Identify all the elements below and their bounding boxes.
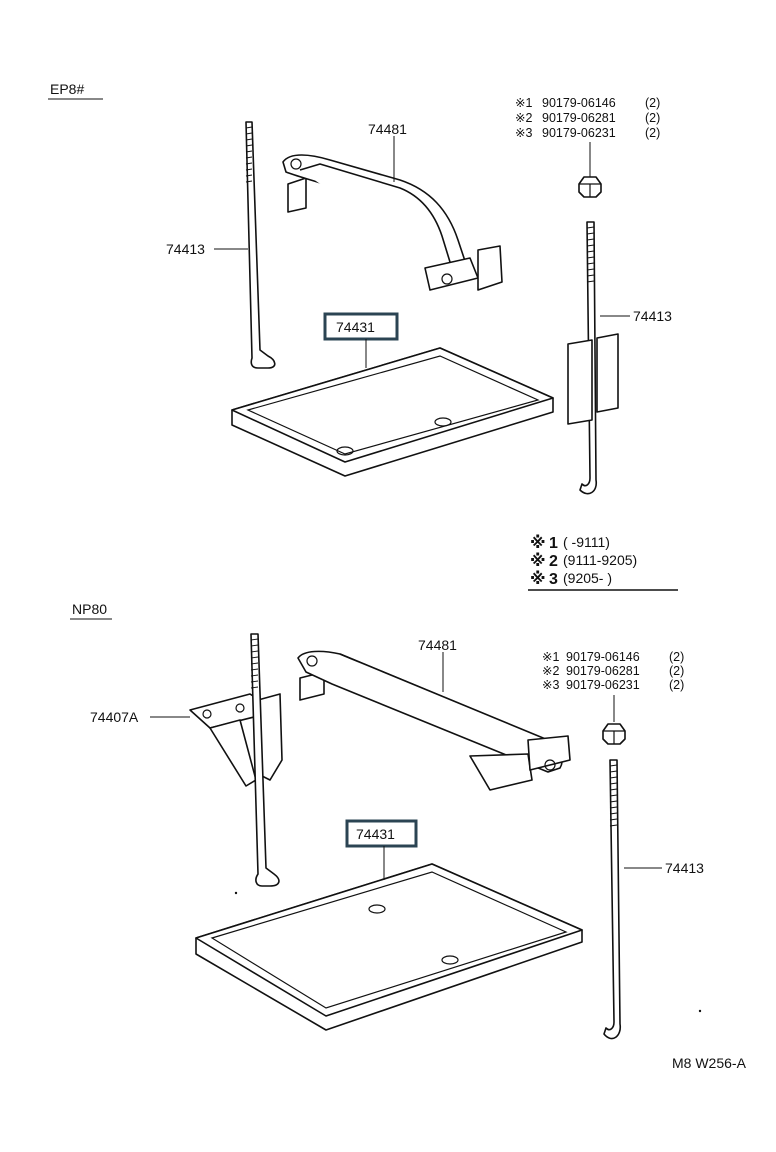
spec-qty-3: (2): [645, 126, 660, 140]
section-np80: NP80 ※1 90179-06146 (2) ※2 90179-06281 (…: [70, 601, 704, 1040]
bottom-hook-rod-right: [603, 759, 622, 1040]
legend-num-1: 1: [549, 535, 558, 552]
legend-range-3: (9205- ): [563, 570, 612, 586]
spec-part-2: 90179-06281: [542, 111, 616, 125]
top-hook-rod-right: [567, 221, 619, 495]
section-ep8: EP8# ※1 90179-06146 (2) ※2 90179-06281 (…: [48, 81, 672, 495]
top-battery-clamp: [282, 154, 503, 291]
bottom-hex-nut: [602, 723, 626, 745]
date-range-legend: ※ 1 ( -9111) ※ 2 (9111-9205) ※ 3 (9205- …: [528, 534, 678, 591]
legend-num-3: 3: [549, 571, 558, 588]
bottom-hold-bracket: [189, 693, 283, 787]
spec-mark-2: ※2: [542, 664, 559, 678]
diagram-code: M8 W256-A: [672, 1055, 747, 1071]
spec-mark-2: ※2: [515, 111, 532, 125]
spec-qty-1: (2): [669, 650, 684, 664]
spec-mark-3: ※3: [515, 126, 532, 140]
callout-box-top-tray: [323, 312, 399, 341]
bottom-hook-rod-left: [250, 633, 280, 887]
callout-top-clamp: 74481: [368, 121, 407, 137]
spec-mark-3: ※3: [542, 678, 559, 692]
callout-box-bottom-tray: [345, 819, 418, 848]
top-battery-tray: [231, 347, 554, 477]
legend-mark-2: ※: [530, 552, 546, 570]
spec-qty-1: (2): [645, 96, 660, 110]
top-hook-rod-left: [245, 121, 276, 369]
spec-part-3: 90179-06231: [566, 678, 640, 692]
spec-mark-1: ※1: [542, 650, 559, 664]
spec-qty-2: (2): [645, 111, 660, 125]
spec-part-2: 90179-06281: [566, 664, 640, 678]
scan-dot: [234, 891, 238, 895]
bottom-battery-clamp: [297, 650, 571, 791]
callout-bottom-clamp: 74481: [418, 637, 457, 653]
top-spec-list: ※1 90179-06146 (2) ※2 90179-06281 (2) ※3…: [515, 96, 660, 178]
legend-range-2: (9111-9205): [563, 552, 637, 568]
bottom-spec-list: ※1 90179-06146 (2) ※2 90179-06281 (2) ※3…: [542, 650, 684, 722]
legend-range-1: ( -9111): [563, 534, 610, 550]
bottom-battery-tray: [195, 863, 583, 1031]
scan-dot: [698, 1009, 702, 1013]
spec-qty-2: (2): [669, 664, 684, 678]
legend-num-2: 2: [549, 553, 558, 570]
legend-mark-1: ※: [530, 534, 546, 552]
callout-top-rod-left: 74413: [166, 241, 205, 257]
callout-top-rod-right: 74413: [633, 308, 672, 324]
spec-mark-1: ※1: [515, 96, 532, 110]
top-hex-nut: [578, 176, 602, 198]
callout-top-tray: 74431: [336, 319, 375, 335]
section-label-np80: NP80: [72, 601, 107, 617]
spec-part-1: 90179-06146: [566, 650, 640, 664]
callout-bottom-rod: 74413: [665, 860, 704, 876]
spec-qty-3: (2): [669, 678, 684, 692]
spec-part-3: 90179-06231: [542, 126, 616, 140]
legend-mark-3: ※: [530, 570, 546, 588]
callout-bottom-bracket: 74407A: [90, 709, 139, 725]
spec-part-1: 90179-06146: [542, 96, 616, 110]
section-label-ep8: EP8#: [50, 81, 84, 97]
callout-bottom-tray: 74431: [356, 826, 395, 842]
